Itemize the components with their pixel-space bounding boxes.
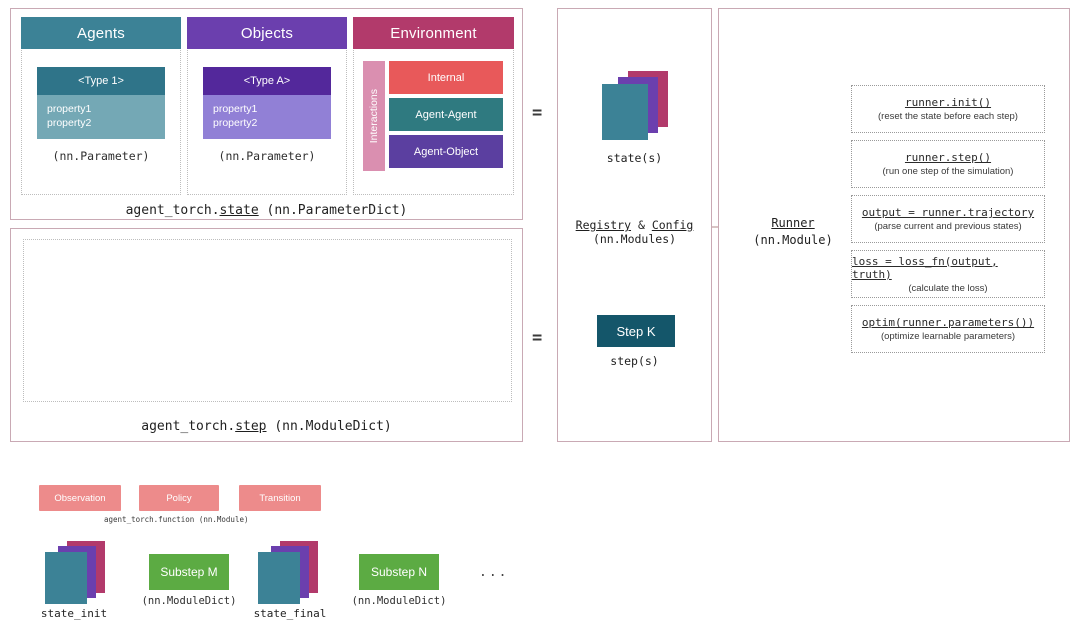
interactions-tab: Interactions — [363, 61, 385, 171]
step-panel: Observation Policy Transition agent_torc… — [10, 228, 523, 620]
step-caption-keyword: step — [235, 419, 267, 434]
runner-title: Runner — [771, 216, 815, 230]
equals-sign-bottom: = — [532, 328, 543, 348]
registry-word: Registry — [575, 218, 632, 232]
function-box-policy: Policy — [139, 485, 219, 511]
api-description: (optimize learnable parameters) — [880, 331, 1016, 342]
middle-panel: state(s) Registry & Config (nn.Modules) … — [557, 8, 712, 442]
substep-n-box: Substep N — [359, 554, 439, 590]
config-word: Config — [651, 218, 694, 232]
environment-header: Environment — [353, 17, 514, 49]
interaction-box-agent-object: Agent-Object — [389, 135, 503, 168]
state-caption-suffix: (nn.ParameterDict) — [258, 203, 408, 218]
substep-m-box: Substep M — [149, 554, 229, 590]
state-caption-keyword: state — [219, 203, 259, 218]
api-box-step[interactable]: runner.step() (run one step of the simul… — [851, 140, 1045, 188]
substep-ellipsis: ... — [479, 565, 509, 580]
api-box-trajectory[interactable]: output = runner.trajectory (parse curren… — [851, 195, 1045, 243]
api-signature: optim(runner.parameters()) — [861, 316, 1035, 329]
api-box-init[interactable]: runner.init() (reset the state before ea… — [851, 85, 1045, 133]
agents-param-caption: (nn.Parameter) — [52, 149, 150, 163]
agents-type-header: <Type 1> — [37, 67, 165, 95]
step-caption-suffix: (nn.ModuleDict) — [266, 419, 392, 434]
state-panel-caption: agent_torch.state (nn.ParameterDict) — [11, 203, 522, 218]
agents-properties: property1 property2 — [37, 95, 165, 139]
runner-title-block: Runner (nn.Module) — [741, 215, 845, 250]
state-final-label: state_final — [253, 607, 327, 620]
registry-config-subtitle: (nn.Modules) — [592, 232, 677, 246]
objects-param-caption: (nn.Parameter) — [218, 149, 316, 163]
registry-config-label: Registry & Config — [558, 218, 711, 232]
substep-n-caption: (nn.ModuleDict) — [351, 595, 447, 607]
runner-subtitle: (nn.Module) — [753, 233, 833, 248]
states-label: state(s) — [606, 151, 663, 165]
api-box-optim[interactable]: optim(runner.parameters()) (optimize lea… — [851, 305, 1045, 353]
objects-type-header: <Type A> — [203, 67, 331, 95]
state-final-stack-icon — [258, 541, 320, 604]
function-box-transition: Transition — [239, 485, 321, 511]
step-k-box: Step K — [597, 315, 675, 347]
step-inner-region — [23, 239, 512, 402]
api-signature: loss = loss_fn(output, truth) — [852, 254, 998, 281]
api-description: (calculate the loss) — [908, 282, 988, 294]
interactions-label: Interactions — [368, 88, 380, 144]
api-box-loss[interactable]: loss = loss_fn(output, truth) (calculate… — [851, 250, 1045, 298]
substep-m-caption: (nn.ModuleDict) — [141, 595, 237, 607]
runner-panel: Runner (nn.Module) runner.init() (reset … — [718, 8, 1070, 442]
state-init-stack-icon — [45, 541, 107, 604]
function-caption: agent_torch.function (nn.Module) — [104, 515, 249, 524]
objects-header: Objects — [187, 17, 347, 49]
api-signature: output = runner.trajectory — [861, 206, 1035, 219]
function-box-observation: Observation — [39, 485, 121, 511]
objects-properties: property1 property2 — [203, 95, 331, 139]
state-init-label: state_init — [40, 607, 108, 620]
api-signature: runner.step() — [904, 151, 992, 164]
interaction-box-agent-agent: Agent-Agent — [389, 98, 503, 131]
registry-amp: & — [631, 218, 652, 232]
interaction-box-internal: Internal — [389, 61, 503, 94]
state-caption-prefix: agent_torch. — [125, 203, 220, 218]
api-description: (reset the state before each step) — [878, 111, 1018, 122]
equals-sign-top: = — [532, 103, 543, 123]
api-description: (parse current and previous states) — [874, 221, 1022, 232]
agents-header: Agents — [21, 17, 181, 49]
states-stack-icon — [602, 71, 672, 140]
api-description: (run one step of the simulation) — [882, 166, 1014, 177]
step-panel-caption: agent_torch.step (nn.ModuleDict) — [11, 419, 522, 434]
step-caption-prefix: agent_torch. — [141, 419, 236, 434]
state-panel: Agents <Type 1> property1 property2 (nn.… — [10, 8, 523, 220]
steps-label: step(s) — [610, 354, 659, 368]
api-signature: runner.init() — [904, 96, 992, 109]
